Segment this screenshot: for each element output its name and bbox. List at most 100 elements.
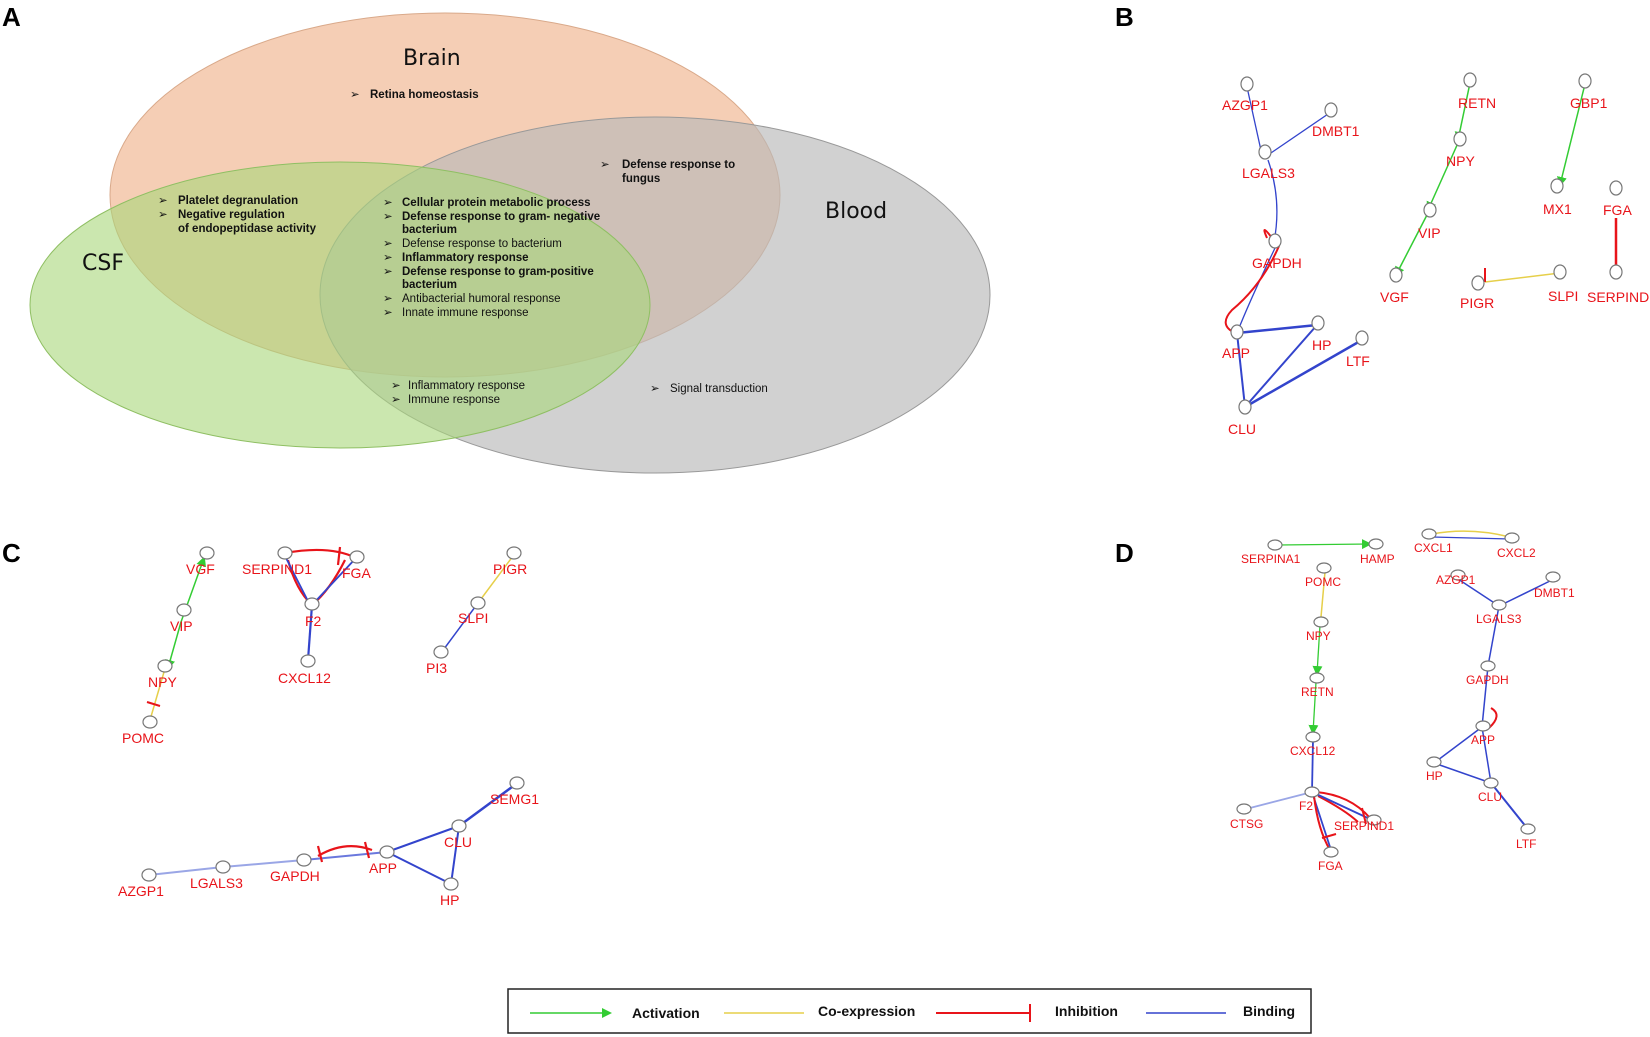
edge-inhibition — [311, 559, 346, 606]
edge-binding — [450, 825, 460, 885]
legend: Activation Co-expression Inhibition Bind… — [507, 988, 1312, 1034]
venn-region-blood-only: ➢ Signal transduction — [650, 383, 768, 395]
svg-text:CXCL12: CXCL12 — [278, 670, 331, 686]
svg-text:APP: APP — [1222, 345, 1250, 361]
bullet-icon: ➢ — [383, 238, 393, 250]
node-APP: APP — [1222, 324, 1250, 361]
edge-binding — [1311, 791, 1373, 821]
svg-text:HP: HP — [1426, 769, 1443, 783]
svg-text:NPY: NPY — [1446, 153, 1475, 169]
edge-binding — [1433, 726, 1483, 764]
venn-term: Platelet degranulation — [178, 195, 298, 207]
edge-inhibition — [316, 845, 324, 863]
edge-binding — [386, 825, 460, 853]
venn-term: bacterium — [402, 279, 457, 291]
svg-text:FGA: FGA — [342, 565, 371, 581]
bullet-icon: ➢ — [391, 394, 401, 406]
edge-inhibition — [1263, 229, 1273, 239]
venn-term: Defense response to gram- negative — [402, 211, 600, 223]
bullet-icon: ➢ — [350, 89, 360, 101]
svg-text:VGF: VGF — [186, 561, 215, 577]
node-CLU: CLU — [444, 819, 472, 850]
svg-text:LGALS3: LGALS3 — [1476, 612, 1522, 626]
edge-binding — [1236, 332, 1246, 408]
venn-term: of endopeptidase activity — [178, 223, 317, 235]
edge-binding — [1236, 323, 1318, 335]
venn-term: Defense response to gram-positive — [402, 266, 594, 278]
svg-text:DMBT1: DMBT1 — [1534, 586, 1575, 600]
edge-coexpression — [477, 555, 514, 604]
svg-text:LTF: LTF — [1516, 837, 1536, 851]
edge-binding — [1246, 86, 1263, 156]
panel-letter-c: C — [2, 538, 21, 568]
edge-binding — [1267, 111, 1332, 156]
bullet-icon: ➢ — [158, 195, 168, 207]
venn-term: Inflammatory response — [402, 252, 529, 264]
edge-inhibition — [336, 546, 342, 566]
node-LTF: LTF — [1516, 823, 1536, 851]
node-CLU: CLU — [1478, 777, 1502, 804]
edge-inhibition — [284, 548, 357, 559]
node-CTSG: CTSG — [1230, 803, 1263, 831]
node-CXCL12: CXCL12 — [1290, 731, 1336, 758]
edge-activation — [1557, 83, 1586, 187]
svg-text:GBP1: GBP1 — [1570, 95, 1608, 111]
edge-coexpression — [1431, 530, 1511, 538]
svg-text:RETN: RETN — [1458, 95, 1496, 111]
edge-binding — [1433, 762, 1492, 784]
node-GAPDH: GAPDH — [270, 853, 320, 884]
edge-inhibition — [146, 701, 161, 707]
edge-coexpression — [1484, 272, 1561, 283]
venn-diagram: Brain CSF Blood ➢ Retina homeostasis ➢ D… — [29, 12, 991, 474]
venn-term: Defense response to — [622, 159, 735, 171]
venn-term: Negative regulation — [178, 209, 285, 221]
edge-inhibition — [363, 841, 371, 859]
svg-text:GAPDH: GAPDH — [1466, 673, 1509, 687]
panel-letter-d: D — [1115, 538, 1134, 568]
node-APP: APP — [369, 845, 397, 876]
svg-text:GAPDH: GAPDH — [270, 868, 320, 884]
node-CXCL1: CXCL1 — [1414, 528, 1453, 555]
venn-term: Retina homeostasis — [370, 89, 479, 101]
network-panel-c: VGF VIP NPY POMC SERPIND1 FGA F2 CXCL12 … — [118, 546, 539, 908]
edge-inhibition — [1488, 707, 1498, 729]
edge-binding — [284, 555, 311, 606]
edge-inhibition — [1313, 795, 1331, 851]
svg-text:SERPIND1: SERPIND1 — [1334, 819, 1394, 833]
svg-text:HAMP: HAMP — [1360, 552, 1395, 566]
svg-text:SERPIND1: SERPIND1 — [242, 561, 312, 577]
svg-text:VGF: VGF — [1380, 289, 1409, 305]
node-MX1: MX1 — [1543, 178, 1572, 217]
venn-term: fungus — [622, 173, 660, 185]
node-POMC: POMC — [1305, 562, 1341, 589]
node-PI3: PI3 — [426, 645, 449, 676]
svg-text:F2: F2 — [305, 613, 322, 629]
edge-activation — [1312, 624, 1323, 676]
node-F2: F2 — [304, 597, 322, 629]
venn-term: bacterium — [402, 224, 457, 236]
node-GAPDH: GAPDH — [1466, 660, 1509, 687]
venn-term: Cellular protein metabolic process — [402, 197, 591, 209]
svg-text:POMC: POMC — [122, 730, 164, 746]
legend-binding-label: Binding — [1243, 1003, 1295, 1019]
node-FGA: FGA — [342, 550, 371, 581]
node-POMC: POMC — [122, 715, 164, 746]
svg-text:LGALS3: LGALS3 — [1242, 165, 1295, 181]
svg-text:VIP: VIP — [1418, 225, 1441, 241]
svg-text:PIGR: PIGR — [1460, 295, 1494, 311]
svg-text:LTF: LTF — [1346, 353, 1370, 369]
svg-text:F2: F2 — [1299, 799, 1313, 813]
bullet-icon: ➢ — [383, 266, 393, 278]
node-FGA: FGA — [1318, 846, 1343, 873]
svg-text:AZGP1: AZGP1 — [1222, 97, 1268, 113]
venn-term: Defense response to bacterium — [402, 238, 562, 250]
svg-text:GAPDH: GAPDH — [1252, 255, 1302, 271]
edge-binding — [1311, 739, 1314, 793]
legend-box — [507, 988, 1312, 1034]
svg-text:VIP: VIP — [170, 618, 193, 634]
venn-term: Signal transduction — [670, 383, 768, 395]
node-NPY: NPY — [148, 659, 177, 690]
svg-text:AZGP1: AZGP1 — [1436, 573, 1476, 587]
node-HAMP: HAMP — [1360, 538, 1395, 566]
node-AZGP1: AZGP1 — [1436, 569, 1476, 587]
